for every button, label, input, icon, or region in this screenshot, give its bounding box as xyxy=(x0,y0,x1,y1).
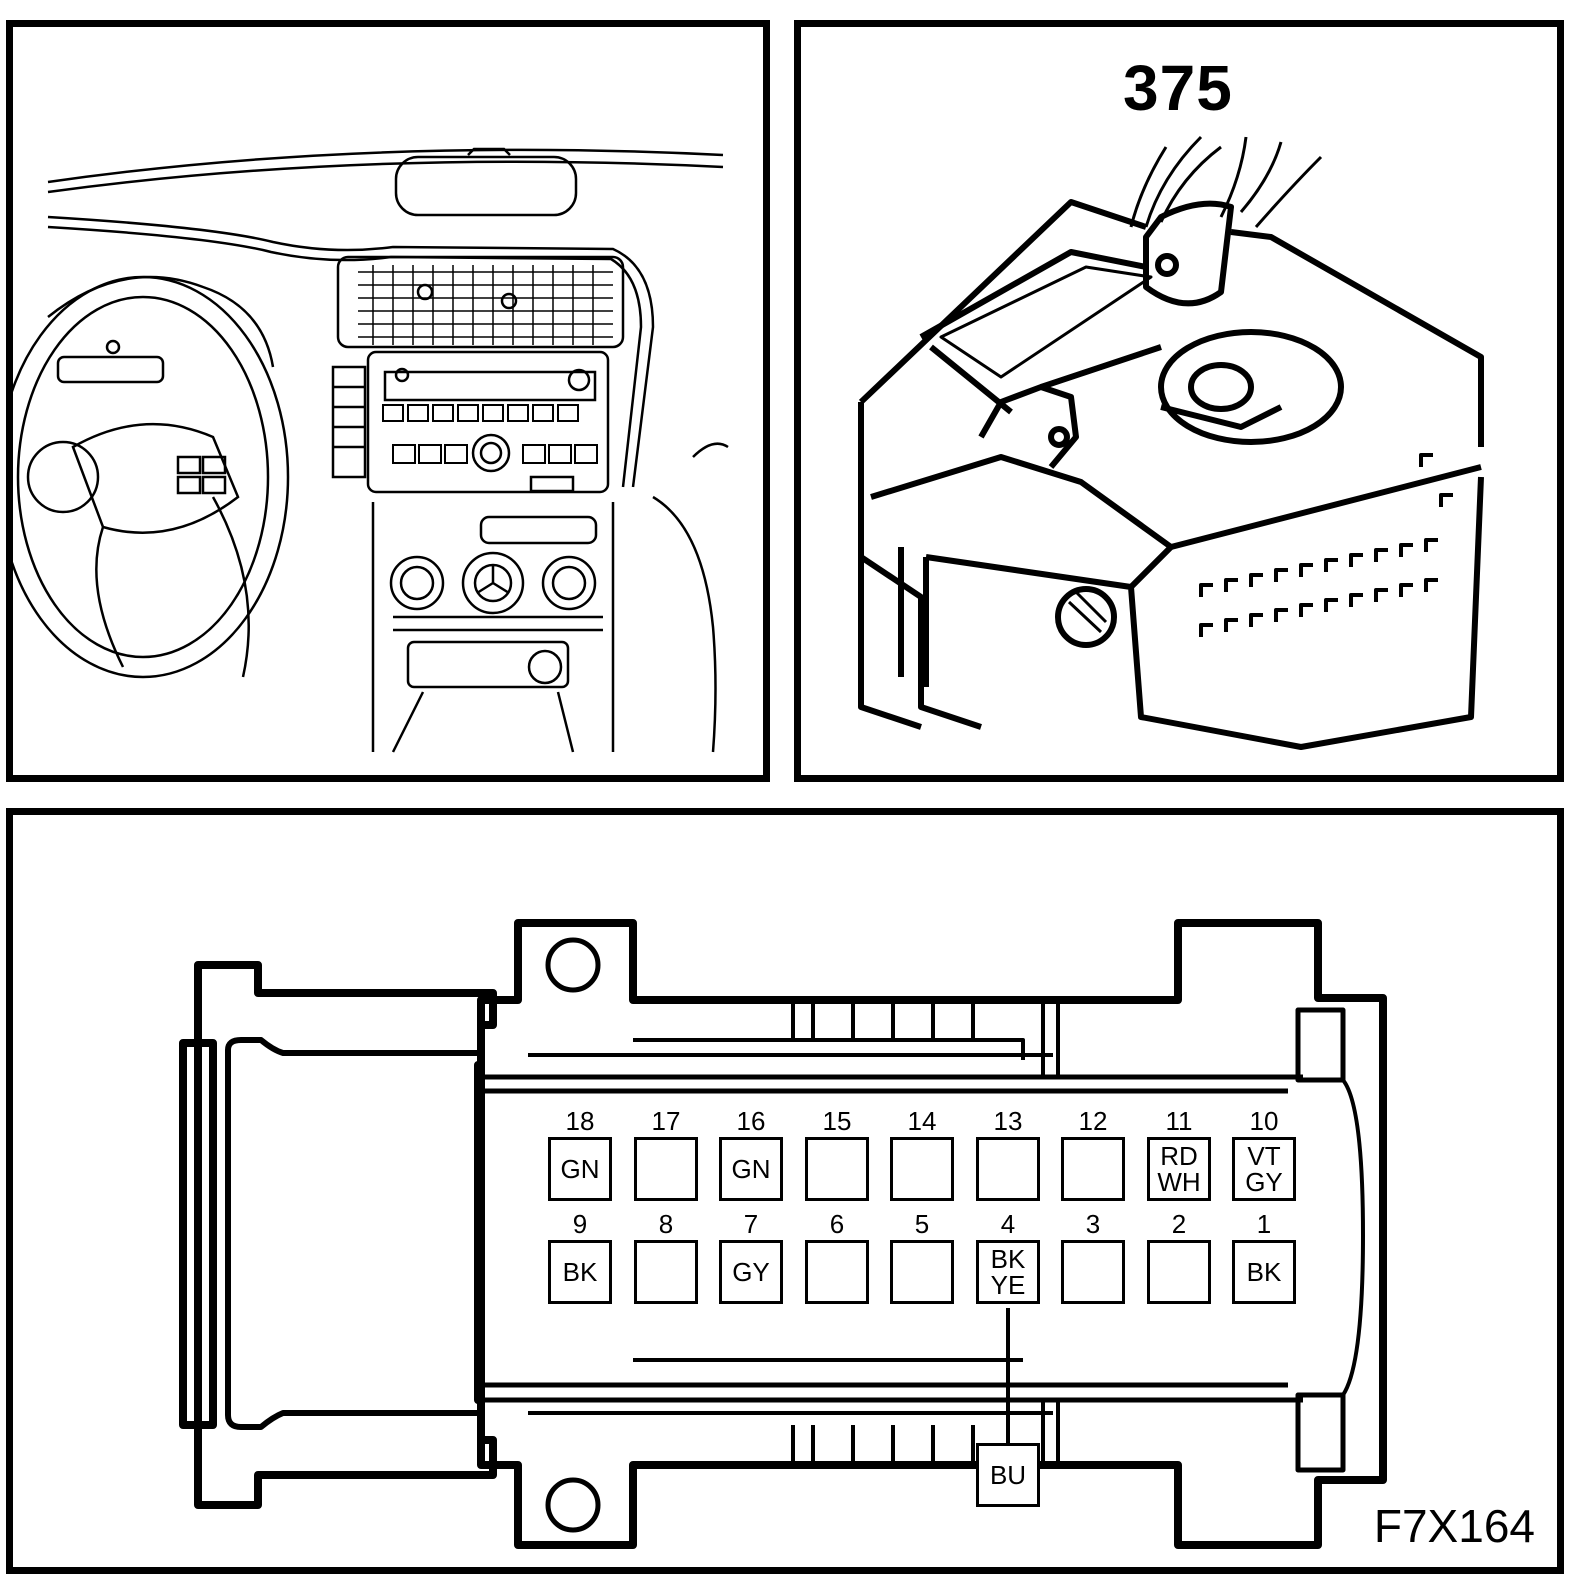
pin-number: 18 xyxy=(565,1106,595,1136)
pin-number: 3 xyxy=(1085,1209,1101,1239)
pin-cavity-box xyxy=(890,1137,954,1201)
pin-number: 2 xyxy=(1171,1209,1187,1239)
pin-number: 12 xyxy=(1078,1106,1108,1136)
pin-number: 5 xyxy=(914,1209,930,1239)
wire-color-label: BK xyxy=(990,1244,1026,1274)
wire-color-label: BK xyxy=(562,1257,598,1287)
pin-cavity-box xyxy=(634,1240,698,1304)
pin-cavity-box xyxy=(1147,1240,1211,1304)
pin-cavity-box xyxy=(1061,1137,1125,1201)
pin-number: 11 xyxy=(1165,1106,1193,1136)
pin-cavity-box xyxy=(1061,1240,1125,1304)
dashboard-illustration-panel xyxy=(6,20,770,782)
connector-outline xyxy=(179,919,1387,1549)
pin-cavity-box xyxy=(805,1137,869,1201)
pin-number: 16 xyxy=(736,1106,766,1136)
dashboard-drawing xyxy=(13,147,729,753)
figure-code-label: F7X164 xyxy=(1373,1500,1535,1552)
pin-cavity-box: BK xyxy=(1232,1240,1296,1304)
wire-color-label: GY xyxy=(1245,1167,1283,1197)
pin-number: 9 xyxy=(572,1209,588,1239)
connector-number-label: 375 xyxy=(1123,52,1233,124)
pin-number: 1 xyxy=(1256,1209,1272,1239)
pin-cavity-box xyxy=(805,1240,869,1304)
pin-number: 6 xyxy=(829,1209,845,1239)
wire-color-label: RD xyxy=(1160,1141,1198,1171)
wire-color-label: GN xyxy=(560,1154,600,1184)
extra-wire-label-box: BU xyxy=(976,1443,1040,1507)
pin-number: 8 xyxy=(658,1209,674,1239)
wire-color-label: WH xyxy=(1157,1167,1201,1197)
pin-cavity-box: BK xyxy=(548,1240,612,1304)
wire-color-label: YE xyxy=(990,1270,1026,1300)
wire-color-label: GN xyxy=(731,1154,771,1184)
pin-number: 17 xyxy=(651,1106,681,1136)
pin-cavity-box xyxy=(890,1240,954,1304)
pin-cavity-box xyxy=(634,1137,698,1201)
connector-illustration-panel: 375 xyxy=(794,20,1564,782)
pin-number: 10 xyxy=(1249,1106,1279,1136)
pin-number: 14 xyxy=(907,1106,937,1136)
wire-color-label: BK xyxy=(1246,1257,1282,1287)
pin-number: 13 xyxy=(993,1106,1023,1136)
pin-number: 4 xyxy=(1000,1209,1016,1239)
pin-cavity-box: GN xyxy=(719,1137,783,1201)
wire-color-label: VT xyxy=(1247,1141,1281,1171)
pin-cavity-box: GN xyxy=(548,1137,612,1201)
pin-number: 7 xyxy=(743,1209,759,1239)
pin-number: 15 xyxy=(822,1106,852,1136)
connector-drawing xyxy=(858,135,1484,750)
extra-wire-color: BU xyxy=(989,1459,1027,1490)
wire-color-label: GY xyxy=(732,1257,770,1287)
pin-cavity-box xyxy=(976,1137,1040,1201)
pin-cavity-box: GY xyxy=(719,1240,783,1304)
